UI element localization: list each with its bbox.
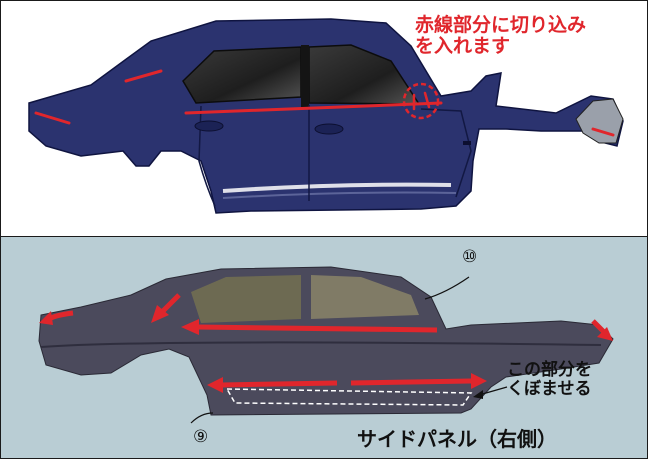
photo-car-shell bbox=[38, 266, 614, 416]
illustration-panel: 赤線部分に切り込み を入れます bbox=[0, 0, 648, 237]
car-body-shell bbox=[28, 18, 624, 214]
instruction-line-1: 赤線部分に切り込み bbox=[415, 14, 587, 36]
leader-line-9 bbox=[190, 412, 214, 424]
direction-arrows bbox=[39, 293, 613, 393]
car-body-illustration bbox=[28, 18, 624, 214]
headlight bbox=[575, 98, 624, 144]
cut-lines bbox=[34, 69, 615, 137]
instruction-line-2: を入れます bbox=[415, 35, 511, 58]
cut-instruction-text: 赤線部分に切り込み を入れます bbox=[415, 14, 640, 58]
leader-line-note bbox=[478, 386, 508, 396]
leader-line-10 bbox=[424, 276, 470, 300]
recess-note-line-1: この部分を bbox=[507, 360, 592, 380]
dashed-recess-outline bbox=[225, 388, 473, 406]
photo-panel: ⑩ ⑨ この部分を くぼませる サイドパネル（右側） bbox=[0, 236, 648, 459]
car-body-photo bbox=[38, 266, 614, 424]
part-marker-9: ⑨ bbox=[193, 427, 209, 447]
panel-caption: サイドパネル（右側） bbox=[357, 427, 557, 451]
recess-note: この部分を くぼませる bbox=[507, 360, 647, 400]
recess-note-line-2: くぼませる bbox=[507, 379, 592, 400]
callout-circle bbox=[402, 82, 440, 120]
part-marker-10: ⑩ bbox=[462, 247, 478, 267]
